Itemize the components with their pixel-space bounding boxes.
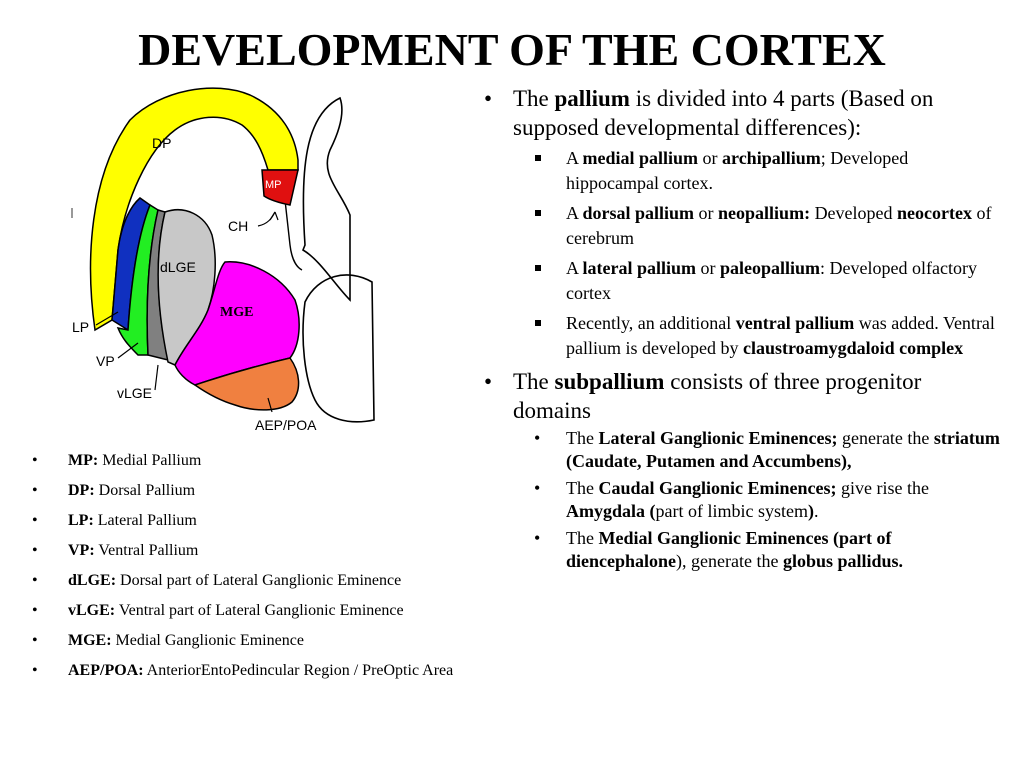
cortex-diagram-svg: DP MP CH dLGE MGE LP VP vLGE AEP/POA [71,87,375,433]
dp-region [89,87,299,332]
vp-leader [117,342,139,359]
pallium-item-lateral: A lateral pallium or paleopallium: Devel… [482,256,1002,306]
mp-region [261,169,299,206]
vp-label: VP [96,353,115,369]
legend-item-aep-poa: AEP/POA: AnteriorEntoPedincular Region /… [30,662,500,680]
mge-label: MGE [220,305,253,320]
pallium-sublist: A medial pallium or archipallium; Develo… [482,146,1002,361]
pallium-bullet: The pallium is divided into 4 parts (Bas… [482,84,1002,142]
legend-item-lp: LP: Lateral Pallium [30,512,500,530]
ch-leader [257,211,276,227]
pallium-item-medial: A medial pallium or archipallium; Develo… [482,146,1002,196]
pallium-item-dorsal: A dorsal pallium or neopallium: Develope… [482,201,1002,251]
lp-label: LP [72,319,89,335]
subpallium-item-lge: The Lateral Ganglionic Eminences; genera… [482,427,1002,473]
content-column: The pallium is divided into 4 parts (Bas… [482,84,1002,577]
legend-item-vp: VP: Ventral Pallium [30,542,500,560]
mp-label: MP [265,179,282,191]
right-hemisphere-outline [302,96,351,302]
vlge-leader [154,364,159,391]
subpallium-sublist: The Lateral Ganglionic Eminences; genera… [482,427,1002,573]
subpallium-bullet: The subpallium consists of three progeni… [482,367,1002,425]
slide-title: DEVELOPMENT OF THE CORTEX [138,24,886,75]
subpallium-item-mge: The Medial Ganglionic Eminences (part of… [482,527,1002,573]
ch-arrowhead [269,211,279,221]
right-ventral-outline [302,274,375,423]
legend-item-dlge: dLGE: Dorsal part of Lateral Ganglionic … [30,572,500,590]
aep-poa-label: AEP/POA [255,417,317,433]
legend-item-dp: DP: Dorsal Pallium [30,482,500,500]
legend-item-vlge: vLGE: Ventral part of Lateral Ganglionic… [30,602,500,620]
midline-outline [284,199,303,271]
cortex-diagram: DP MP CH dLGE MGE LP VP vLGE AEP/POA [60,80,390,440]
lp-leader [95,311,119,326]
subpallium-item-cge: The Caudal Ganglionic Eminences; give ri… [482,477,1002,523]
aep-poa-region [193,357,300,411]
dlge-label: dLGE [160,259,196,275]
vlge-label: vLGE [117,385,152,401]
legend-item-mge: MGE: Medial Ganglionic Eminence [30,632,500,650]
ch-label: CH [228,218,248,234]
aep-leader [267,397,273,413]
legend-item-mp: MP: Medial Pallium [30,452,500,470]
dp-label: DP [152,135,171,151]
abbreviation-legend: MP: Medial Pallium DP: Dorsal Pallium LP… [30,452,500,692]
pallium-item-ventral: Recently, an additional ventral pallium … [482,311,1002,361]
